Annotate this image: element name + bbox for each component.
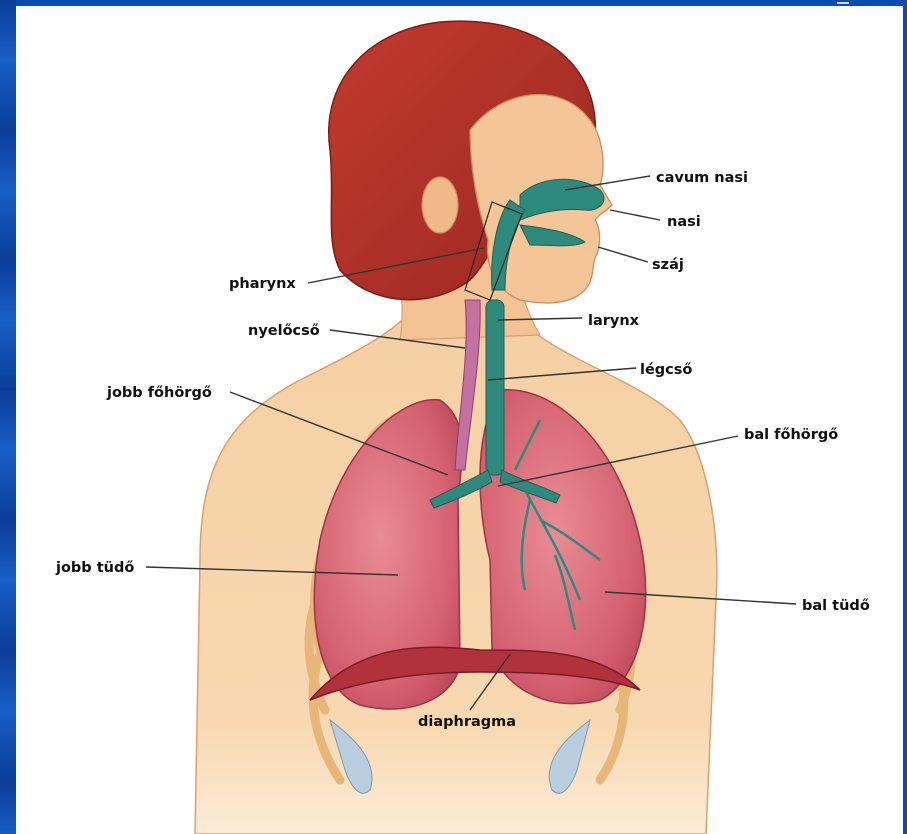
label-bal-foborgo: bal főhörgő <box>744 427 838 443</box>
label-nasi: nasi <box>667 214 701 230</box>
leader-nasi <box>610 210 660 220</box>
label-szaj: száj <box>652 257 684 273</box>
label-legcso: légcső <box>640 362 692 378</box>
label-jobb-tudo: jobb tüdő <box>55 560 134 576</box>
label-larynx: larynx <box>588 313 640 329</box>
label-nyelocso: nyelőcső <box>248 323 320 339</box>
label-diaphragma: diaphragma <box>418 714 516 730</box>
label-pharynx: pharynx <box>229 276 296 292</box>
leader-szaj <box>598 247 648 262</box>
ear <box>422 177 458 233</box>
label-bal-tudo: bal tüdő <box>802 598 870 614</box>
label-cavum-nasi: cavum nasi <box>656 170 748 186</box>
label-jobb-foborgo: jobb főhörgő <box>106 385 212 401</box>
